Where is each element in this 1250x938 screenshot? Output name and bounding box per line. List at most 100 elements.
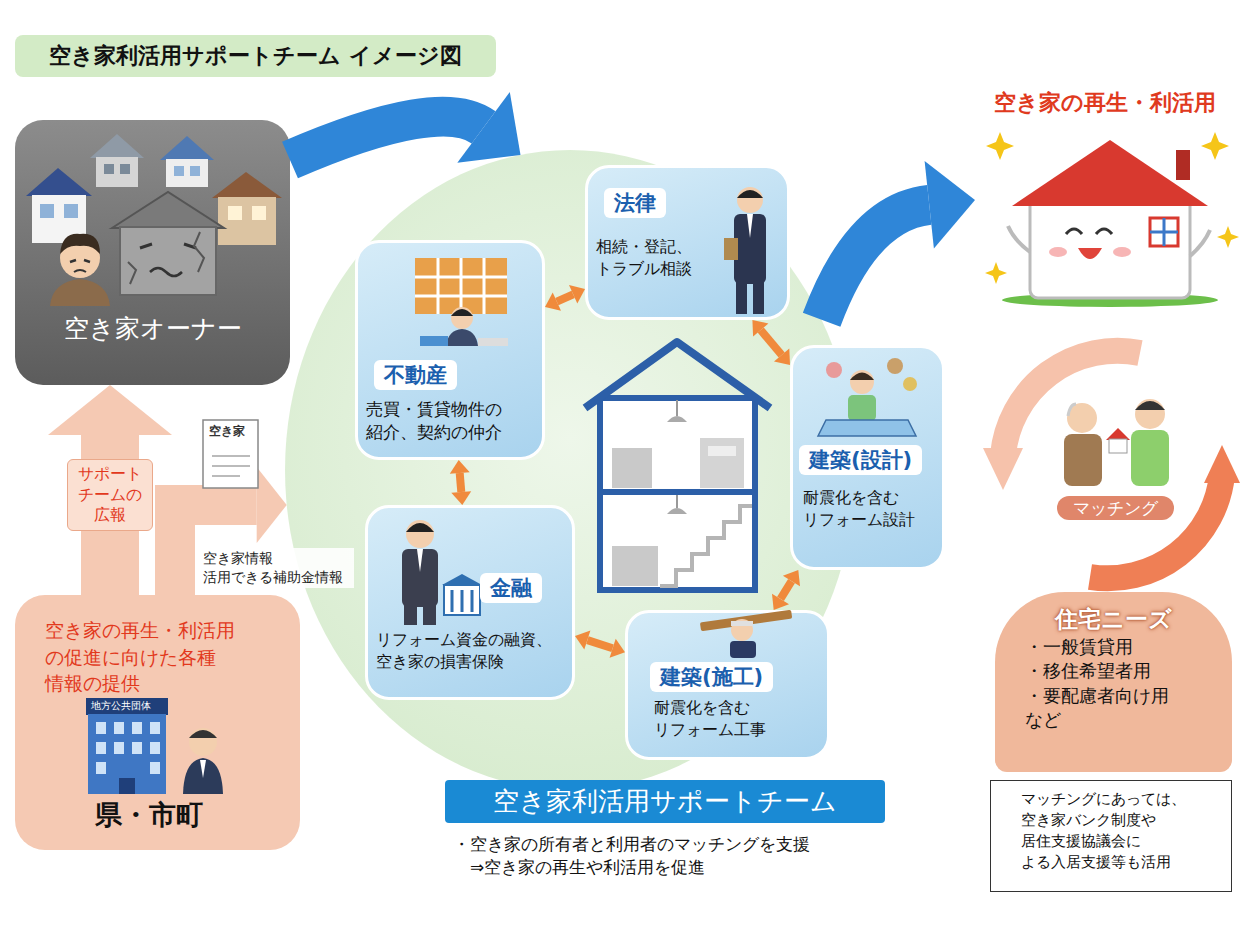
vacant-houses — [190, 166, 200, 176]
arrow-head — [752, 320, 768, 336]
lawyer-figure — [724, 238, 738, 260]
segment-body: 耐震化を含む リフォーム工事 — [654, 697, 776, 740]
government-building — [150, 762, 160, 774]
realtor-office — [415, 258, 508, 346]
renewed-house — [1201, 132, 1229, 160]
vacant-houses — [40, 204, 54, 218]
vacant-houses — [112, 192, 224, 228]
banker-figure — [423, 605, 436, 625]
renewed-house — [986, 132, 1014, 160]
matching-cycle — [1135, 399, 1165, 429]
housing-needs-box: 住宅ニーズ・一般賃貸用・移住希望者用・要配慮者向け用 など — [995, 592, 1232, 772]
renewed-house — [1030, 196, 1190, 298]
segment-heading: 金融 — [480, 573, 542, 603]
label-holder: 空き家 — [209, 424, 245, 440]
government-building — [96, 722, 106, 734]
banker-figure — [406, 520, 434, 548]
connector-line — [557, 294, 573, 301]
expert-segment: 金融リフォーム資金の融資、 空き家の損害保険 — [365, 505, 575, 700]
government-message: 空き家の再生・利活用 の促進に向けた各種 情報の提供 — [45, 617, 246, 697]
document-icon — [203, 420, 258, 488]
arrow-head — [569, 285, 585, 303]
segment-body: リフォーム資金の融資、 空き家の損害保険 — [376, 629, 562, 672]
renewed-house — [1012, 140, 1208, 206]
matching-cycle — [1067, 403, 1097, 433]
renewed-house — [1002, 293, 1218, 307]
vacant-houses — [166, 159, 208, 187]
arrow-head — [451, 491, 471, 505]
vacant-houses — [120, 227, 216, 295]
renewed-house — [1150, 218, 1178, 246]
government-building — [114, 722, 124, 734]
connector-line — [822, 205, 930, 320]
connector-line — [761, 330, 782, 355]
arrow-head — [925, 161, 975, 249]
architect-figure — [818, 358, 917, 436]
government-building — [96, 742, 106, 754]
government-building — [132, 742, 142, 754]
realtor-office — [415, 258, 507, 314]
architect-figure — [818, 420, 916, 436]
edge-label-holder: 空き家情報 活用できる補助金情報 — [200, 548, 354, 588]
label-holder: マッチング — [1057, 496, 1174, 521]
government-building — [88, 714, 166, 794]
banker-figure — [402, 549, 438, 607]
matching-cycle — [1090, 475, 1222, 578]
segment-body: 耐震化を含む リフォーム設計 — [803, 487, 925, 530]
center-house — [667, 416, 687, 422]
arrow-head — [774, 349, 790, 365]
vacant-houses — [32, 195, 86, 243]
center-house — [700, 438, 744, 488]
architect-figure — [850, 370, 874, 394]
vacant-houses — [174, 166, 184, 176]
connector — [48, 385, 172, 595]
arrow-head — [457, 92, 520, 163]
label-holder: 地方公共団体 — [89, 699, 153, 713]
government-building — [119, 778, 135, 794]
matching-cycle — [983, 448, 1023, 490]
team-description: ・空き家の所有者と利用者のマッチングを支援 ⇒空き家の再生や利活用を促進 — [453, 833, 827, 879]
builder-figure — [700, 610, 792, 658]
renewed-house — [1217, 226, 1239, 248]
needs-item: ・要配慮者向け用 など — [1025, 684, 1180, 733]
architect-figure — [903, 377, 917, 391]
renewed-house — [1176, 150, 1190, 180]
segment-heading: 法律 — [604, 188, 666, 218]
matching-cycle — [1204, 445, 1240, 483]
owner-figure — [74, 270, 86, 272]
owner-figure — [50, 279, 110, 306]
vacant-houses — [160, 136, 214, 160]
lawyer-figure — [734, 214, 766, 284]
segment-heading: 建築(設計) — [799, 445, 922, 475]
connector — [575, 631, 625, 658]
realtor-office — [451, 307, 473, 329]
official-figure — [200, 760, 206, 778]
arrow-head — [545, 293, 561, 311]
expert-segment: 建築(施工)耐震化を含む リフォーム工事 — [625, 610, 830, 760]
connector-line — [587, 640, 612, 648]
diagram-title: 空き家利活用サポートチーム イメージ図 — [49, 41, 462, 71]
connector — [545, 285, 585, 311]
matching-cycle — [1131, 430, 1169, 486]
note-box: マッチングにあっては、 空き家バンク制度や 居住支援協議会に よる入居支援等も活… — [990, 780, 1232, 892]
vacant-houses — [228, 206, 242, 220]
matching-cycle — [1068, 404, 1076, 416]
government-building — [86, 698, 168, 715]
renewed-house — [1190, 230, 1210, 256]
renewed-house — [985, 262, 1007, 284]
center-house — [660, 506, 752, 586]
center-house — [667, 508, 687, 514]
government-building — [150, 742, 160, 754]
connector-line — [460, 473, 462, 492]
government-building — [132, 722, 142, 734]
connector — [772, 570, 800, 610]
owner-label: 空き家オーナー — [15, 312, 290, 346]
owner-figure — [70, 260, 90, 262]
needs-item: ・一般賃貸用 — [1025, 635, 1214, 659]
architect-figure — [887, 358, 903, 374]
banker-figure — [452, 590, 472, 612]
builder-figure — [730, 641, 756, 658]
building-sign: 地方公共団体 — [89, 699, 153, 713]
vacant-houses — [104, 164, 114, 174]
